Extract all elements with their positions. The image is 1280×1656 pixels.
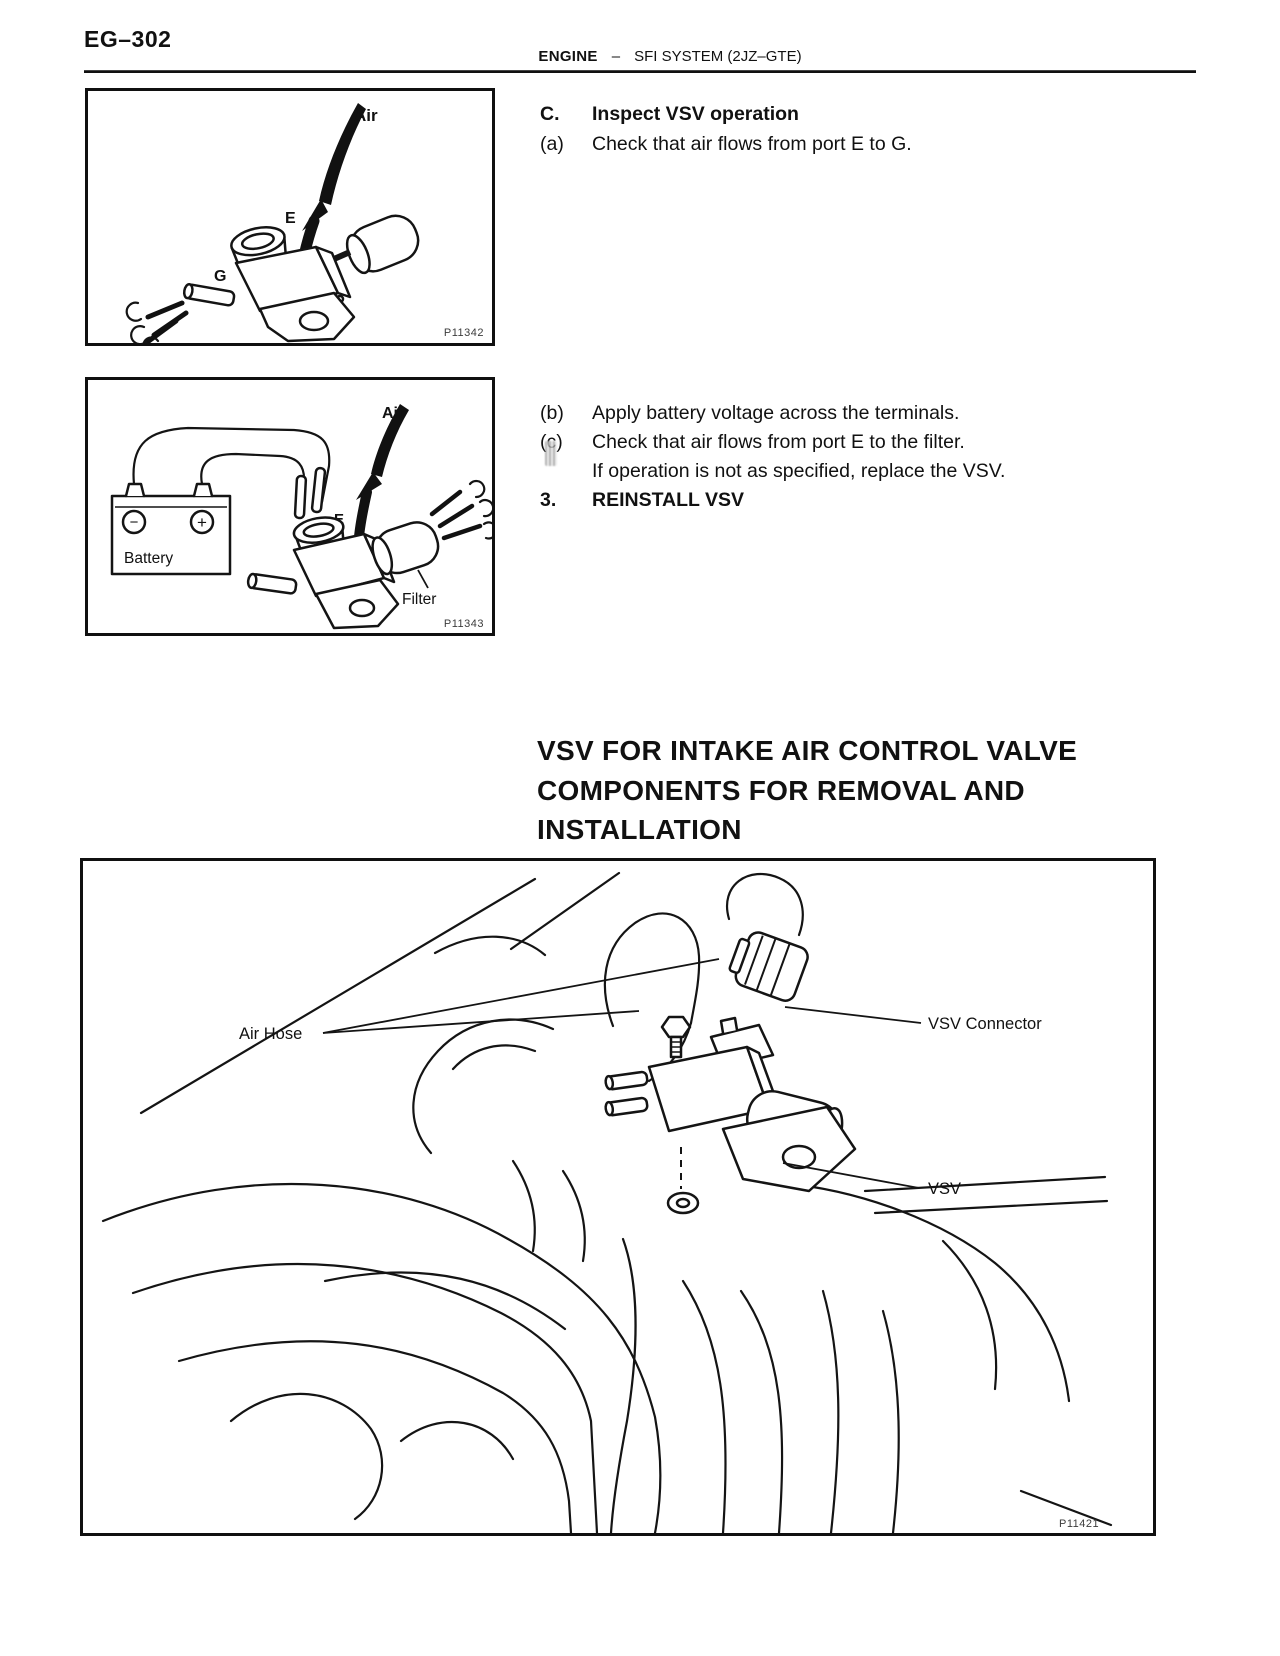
header-rule bbox=[84, 70, 1196, 73]
step-3-row: 3. REINSTALL VSV bbox=[540, 489, 744, 511]
engine-outline bbox=[101, 871, 1113, 1533]
figure-removal-installation: Air Hose VSV Connector VSV P11421 bbox=[80, 858, 1156, 1536]
step-a-text: Check that air flows from port E to G. bbox=[592, 133, 912, 155]
step-b-text: Apply battery voltage across the termina… bbox=[592, 402, 960, 424]
air-label: Air bbox=[382, 405, 404, 422]
bolt-icon bbox=[660, 1015, 692, 1059]
vsv-assembly bbox=[604, 1016, 857, 1193]
header-subsection: SFI SYSTEM (2JZ–GTE) bbox=[634, 48, 802, 65]
step-c-row: C. Inspect VSV operation bbox=[540, 103, 799, 125]
step-3-title: REINSTALL VSV bbox=[592, 489, 745, 511]
airflow-puffs bbox=[429, 479, 492, 541]
step-c-label: C. bbox=[540, 103, 560, 125]
air-hose-label: Air Hose bbox=[239, 1025, 302, 1043]
figure-vsv-airflow: Air E G bbox=[85, 88, 495, 346]
step-b-row: (b) Apply battery voltage across the ter… bbox=[540, 402, 959, 424]
step-b-label: (b) bbox=[540, 402, 564, 424]
step-c2-text: Check that air flows from port E to the … bbox=[592, 431, 965, 453]
vsv-airflow-illustration: Air E G bbox=[125, 103, 484, 343]
step-a-row: (a) Check that air flows from port E to … bbox=[540, 133, 912, 155]
header-section: ENGINE bbox=[538, 48, 598, 65]
air-hoses bbox=[603, 912, 701, 1083]
leader-line-vsv-connector bbox=[784, 1006, 922, 1024]
step-a-label: (a) bbox=[540, 133, 564, 155]
connector-cup bbox=[230, 226, 288, 275]
leader-line-air-hose-1 bbox=[322, 1010, 640, 1034]
battery-label: Battery bbox=[124, 550, 173, 567]
note-text: If operation is not as specified, replac… bbox=[592, 460, 1006, 482]
connector-cylinder bbox=[728, 931, 809, 1002]
battery-test-illustration: − + Battery Air E bbox=[110, 404, 492, 630]
air-arrow-icon bbox=[354, 404, 409, 542]
minus-terminal-icon bbox=[121, 509, 147, 535]
airflow-puffs bbox=[125, 300, 189, 343]
vsv-connector-label: VSV Connector bbox=[928, 1015, 1042, 1033]
section-heading-line1: VSV FOR INTAKE AIR CONTROL VALVE bbox=[537, 735, 1078, 766]
leader-line-vsv bbox=[782, 1162, 920, 1189]
section-heading: VSV FOR INTAKE AIR CONTROL VALVE COMPONE… bbox=[537, 731, 1077, 850]
port-g-label: G bbox=[214, 268, 226, 285]
battery-icon: − + Battery bbox=[110, 482, 232, 576]
port-tube bbox=[246, 572, 298, 595]
mounting-bracket bbox=[314, 578, 400, 630]
test-probes bbox=[293, 466, 327, 520]
section-heading-line2: COMPONENTS FOR REMOVAL AND bbox=[537, 774, 1025, 806]
leader-line bbox=[417, 569, 429, 589]
figure-number: P11342 bbox=[444, 327, 484, 339]
running-header: ENGINE–SFI SYSTEM (2JZ–GTE) bbox=[30, 48, 1280, 65]
step-3-label: 3. bbox=[540, 489, 557, 511]
jumper-wires bbox=[132, 426, 331, 506]
figure-vsv-battery: − + Battery Air E bbox=[85, 377, 495, 636]
leader-line-air-hose-2 bbox=[322, 958, 720, 1034]
port-e-label: E bbox=[285, 210, 296, 227]
header-separator: – bbox=[611, 48, 621, 65]
mounting-bracket bbox=[258, 291, 356, 343]
page-number: EG–302 bbox=[84, 26, 172, 52]
valve-body bbox=[234, 245, 352, 313]
scan-artifact bbox=[545, 441, 557, 466]
port-e-stub bbox=[332, 249, 352, 262]
plus-sign: + bbox=[197, 513, 207, 532]
port-g-tube bbox=[182, 283, 236, 307]
grommet-icon bbox=[666, 1191, 700, 1215]
filter-label: Filter bbox=[402, 591, 436, 608]
filter-cylinder bbox=[371, 521, 440, 576]
figure-number: P11343 bbox=[444, 618, 484, 630]
section-heading-line3: INSTALLATION bbox=[537, 814, 742, 845]
minus-sign: − bbox=[130, 514, 139, 531]
filter-cylinder bbox=[345, 214, 420, 275]
figure-number: P11421 bbox=[1059, 1518, 1099, 1530]
engine-bay-illustration: Air Hose VSV Connector VSV P11421 bbox=[101, 871, 1113, 1533]
vsv-label: VSV bbox=[928, 1180, 961, 1198]
air-label: Air bbox=[354, 106, 378, 125]
step-c2-row: (c) Check that air flows from port E to … bbox=[540, 431, 965, 453]
step-c-title: Inspect VSV operation bbox=[592, 103, 799, 125]
wire-boot bbox=[726, 872, 804, 937]
plus-terminal-icon bbox=[189, 509, 215, 535]
